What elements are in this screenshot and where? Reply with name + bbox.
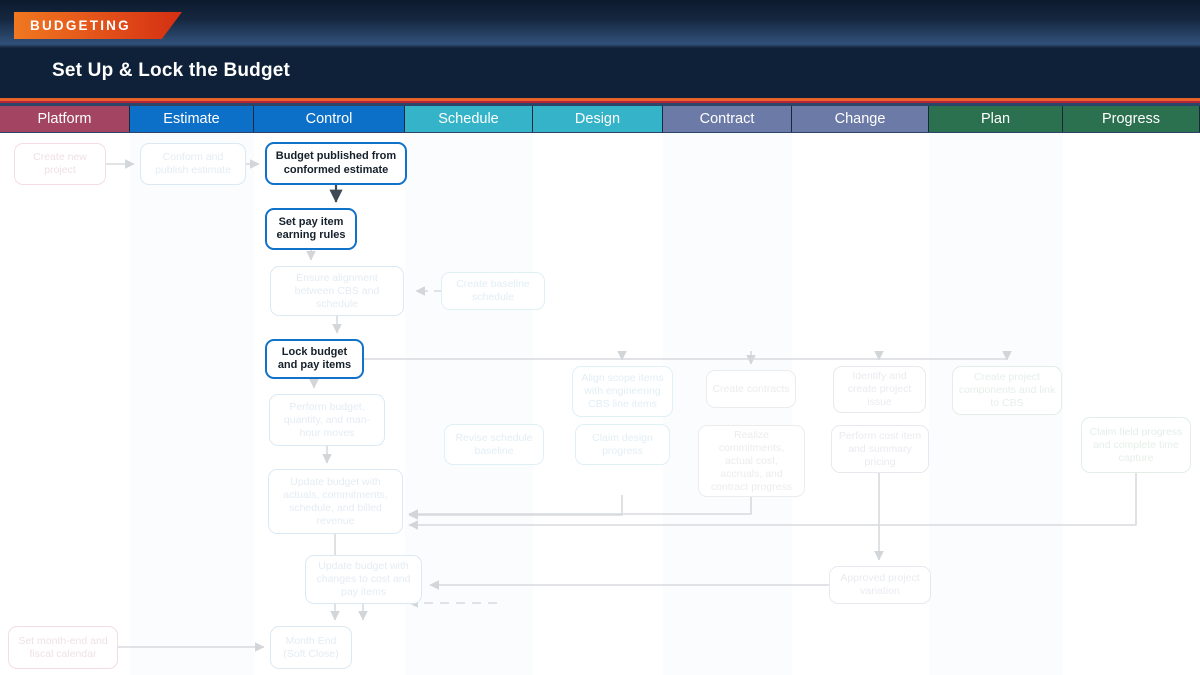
tab-contract[interactable]: Contract [663, 106, 792, 132]
page-title: Set Up & Lock the Budget [52, 60, 291, 81]
tab-label: Design [574, 111, 621, 127]
node-conform-publish-estimate[interactable]: Conform and publish estimate [140, 143, 246, 185]
node-create-new-project[interactable]: Create new project [14, 143, 106, 185]
node-lock-budget[interactable]: Lock budget and pay items [265, 339, 364, 379]
tab-label: Change [834, 111, 886, 127]
tab-progress[interactable]: Progress [1063, 106, 1200, 132]
module-badge-label: BUDGETING [30, 18, 131, 33]
node-approved-project-variation[interactable]: Approved project variation [829, 566, 931, 604]
node-create-project-components[interactable]: Create project components and link to CB… [952, 366, 1062, 415]
node-label: Create new project [33, 151, 87, 176]
tab-platform[interactable]: Platform [0, 106, 130, 132]
tab-estimate[interactable]: Estimate [130, 106, 254, 132]
tab-schedule[interactable]: Schedule [405, 106, 533, 132]
node-identify-project-issue[interactable]: Identify and create project issue [833, 366, 926, 413]
node-update-budget-actuals[interactable]: Update budget with actuals, commitments,… [268, 469, 403, 534]
node-label: Claim design progress [592, 431, 653, 457]
tab-label: Schedule [438, 111, 499, 127]
tab-label: Plan [980, 111, 1011, 127]
node-perform-moves[interactable]: Perform budget, quantity, and man-hour m… [269, 394, 385, 446]
node-label: Perform cost item and summary pricing [838, 429, 922, 468]
tab-control[interactable]: Control [254, 106, 405, 132]
node-label: Budget published from conformed estimate [275, 150, 397, 176]
orange-divider [0, 98, 1200, 101]
top-gradient-strip: BUDGETING [0, 0, 1200, 48]
node-budget-published[interactable]: Budget published from conformed estimate [265, 142, 407, 185]
node-update-budget-changes[interactable]: Update budget with changes to cost and p… [305, 555, 422, 604]
tab-label: Estimate [163, 111, 220, 127]
node-label: Revise schedule baseline [455, 431, 533, 457]
node-label: Perform budget, quantity, and man-hour m… [283, 400, 371, 439]
node-label: Approved project variation [840, 572, 920, 597]
column-band-estimate [130, 133, 254, 675]
node-set-pay-item-rules[interactable]: Set pay item earning rules [265, 208, 357, 250]
module-badge: BUDGETING [14, 12, 182, 39]
node-label: Set month-end and fiscal calendar [18, 634, 108, 660]
node-label: Conform and publish estimate [155, 151, 231, 176]
node-label: Create contracts [712, 382, 790, 395]
node-label: Create baseline schedule [456, 278, 530, 303]
node-label: Claim field progress and complete time c… [1089, 425, 1183, 464]
flowchart-canvas: Create new project Conform and publish es… [0, 133, 1200, 675]
node-label: Set pay item earning rules [276, 215, 346, 242]
node-label: Ensure alignment between CBS and schedul… [294, 271, 380, 310]
tab-design[interactable]: Design [533, 106, 663, 132]
node-label: Month End (Soft Close) [283, 634, 339, 660]
tab-plan[interactable]: Plan [929, 106, 1063, 132]
node-realize-commitments[interactable]: Realize commitments, actual cost, accrua… [698, 425, 805, 497]
node-ensure-alignment[interactable]: Ensure alignment between CBS and schedul… [270, 266, 404, 316]
node-month-end-soft-close[interactable]: Month End (Soft Close) [270, 626, 352, 669]
node-label: Align scope items with engineering CBS l… [581, 372, 664, 410]
title-bar: Set Up & Lock the Budget [0, 48, 1200, 98]
column-band-schedule [405, 133, 533, 675]
tab-label: Contract [699, 111, 755, 127]
tab-label: Platform [37, 111, 92, 127]
tab-strip[interactable]: Platform Estimate Control Schedule Design Con… [0, 106, 1200, 132]
node-perform-cost-item-pricing[interactable]: Perform cost item and summary pricing [831, 425, 929, 473]
node-label: Update budget with changes to cost and p… [316, 560, 411, 598]
node-create-baseline-schedule[interactable]: Create baseline schedule [441, 272, 545, 310]
node-claim-field-progress[interactable]: Claim field progress and complete time c… [1081, 417, 1191, 473]
red-divider [0, 101, 1200, 103]
node-claim-design-progress[interactable]: Claim design progress [575, 424, 670, 465]
node-set-month-end-calendar[interactable]: Set month-end and fiscal calendar [8, 626, 118, 669]
node-label: Create project components and link to CB… [958, 371, 1056, 409]
tab-label: Progress [1101, 111, 1161, 127]
node-align-scope-items[interactable]: Align scope items with engineering CBS l… [572, 366, 673, 417]
node-label: Identify and create project issue [847, 370, 912, 408]
node-create-contracts[interactable]: Create contracts [706, 370, 796, 408]
tab-change[interactable]: Change [792, 106, 929, 132]
node-label: Realize commitments, actual cost, accrua… [710, 428, 793, 493]
node-revise-schedule-baseline[interactable]: Revise schedule baseline [444, 424, 544, 465]
node-label: Lock budget and pay items [277, 345, 352, 372]
tab-label: Control [305, 111, 353, 127]
node-label: Update budget with actuals, commitments,… [283, 475, 388, 527]
